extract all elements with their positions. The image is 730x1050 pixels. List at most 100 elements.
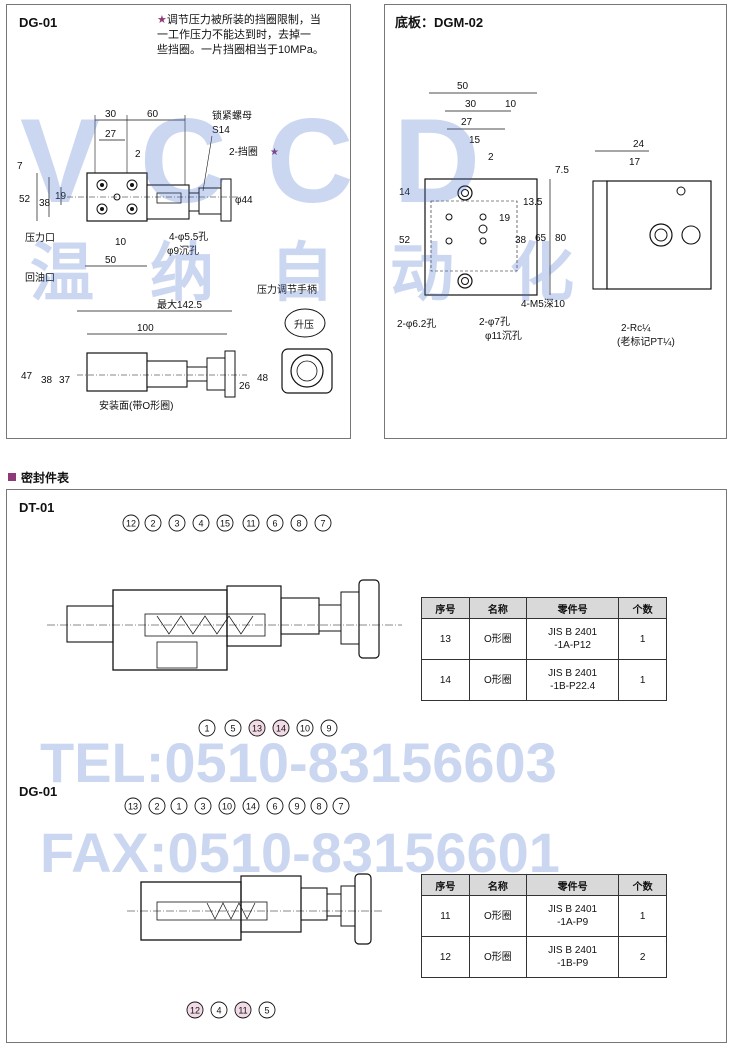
- dgm-dim-15: 15: [469, 135, 481, 146]
- dim-100: 100: [137, 323, 154, 334]
- s14-label: S14: [212, 125, 230, 136]
- callout-number: 12: [186, 1001, 204, 1019]
- part-line-1: JIS B 2401: [548, 668, 598, 679]
- callout-number: 7: [314, 514, 332, 532]
- callout-number: 4: [192, 514, 210, 532]
- dg01-col-qty: 个数: [618, 874, 667, 896]
- callout-number: 6: [266, 514, 284, 532]
- callout-number: 11: [234, 1001, 252, 1019]
- svg-text:2: 2: [150, 519, 155, 529]
- dt01-col-name: 名称: [468, 597, 528, 619]
- callout-number: 10: [218, 797, 236, 815]
- svg-text:4: 4: [198, 519, 203, 529]
- svg-text:13: 13: [252, 724, 262, 734]
- dg01-title: DG-01: [19, 15, 57, 30]
- callout-number: 8: [290, 514, 308, 532]
- svg-text:9: 9: [326, 724, 331, 734]
- rc-note-label: (老标记PT¼): [617, 335, 675, 348]
- rc-label: 2-Rc¼: [621, 322, 651, 334]
- cell-qty: 1: [618, 659, 667, 701]
- svg-text:4: 4: [216, 1006, 221, 1016]
- cell-qty: 1: [618, 618, 667, 660]
- dgm-dim-10: 10: [505, 99, 517, 110]
- return-port-label: 回油口: [25, 271, 55, 284]
- note-line-2: 一工作压力不能达到时，去掉一: [157, 29, 311, 41]
- callout-number: 2: [144, 514, 162, 532]
- wm-char: 化: [510, 237, 630, 309]
- dt01-section-view: [47, 579, 402, 671]
- mount-face-label: 安装面(带O形圈): [99, 399, 173, 412]
- dgm02-drawing: 底板：DGM-02 50 30 10 27 15 2 7.5 14 13.5 5…: [395, 15, 712, 348]
- callout-number: 13: [124, 797, 142, 815]
- seal-section-title: 密封件表: [8, 469, 69, 486]
- svg-text:14: 14: [246, 802, 256, 812]
- cell-qty: 1: [618, 895, 667, 937]
- dg01-seal-table: 序号 名称 零件号 个数 11 O形圈 JIS B 2401-1A-P9 1 1…: [421, 874, 667, 978]
- wm-char: 纳: [150, 237, 270, 309]
- svg-text:10: 10: [222, 802, 232, 812]
- m5-label: 4-M5深10: [521, 298, 565, 310]
- pressure-port-label: 压力口: [25, 231, 55, 244]
- dgm02-title: 底板：DGM-02: [395, 15, 483, 30]
- svg-text:7: 7: [320, 519, 325, 529]
- part-line-2: -1B-P22.4: [550, 681, 596, 692]
- dg01-dimension-panel: DG-01 30 60 27 2 7 52 38 19 φ44 锁紧螺母: [6, 4, 351, 439]
- callout-number: 10: [296, 719, 314, 737]
- dgm-dim-80: 80: [555, 233, 567, 244]
- svg-text:1: 1: [176, 802, 181, 812]
- callout-number: 6: [266, 797, 284, 815]
- dim-60: 60: [147, 109, 159, 120]
- dt01-col-qty: 个数: [618, 597, 667, 619]
- svg-text:12: 12: [190, 1006, 200, 1016]
- dim-27: 27: [105, 129, 117, 140]
- cell-name: O形圈: [468, 618, 528, 660]
- cell-name: O形圈: [468, 936, 528, 978]
- dg01-drawing: DG-01 30 60 27 2 7 52 38 19 φ44 锁紧螺母: [17, 15, 333, 412]
- callout-number: 3: [194, 797, 212, 815]
- part-line-2: -1B-P9: [557, 958, 589, 969]
- cell-name: O形圈: [468, 659, 528, 701]
- svg-text:8: 8: [296, 519, 301, 529]
- dt01-seal-table: 序号 名称 零件号 个数 13 O形圈 JIS B 2401-1A-P12 1 …: [421, 597, 667, 701]
- dgm-dim-24: 24: [633, 139, 645, 150]
- callout-number: 1: [198, 719, 216, 737]
- callout-number: 5: [258, 1001, 276, 1019]
- dt01-col-no: 序号: [421, 597, 470, 619]
- callout-number: 11: [242, 514, 260, 532]
- cb11-label: φ11沉孔: [485, 329, 522, 342]
- table-row: 13 O形圈 JIS B 2401-1A-P12 1: [421, 618, 667, 660]
- cell-part: JIS B 2401 -1B-P9: [526, 936, 620, 978]
- dim-19: 19: [55, 191, 67, 202]
- svg-text:10: 10: [300, 724, 310, 734]
- watermark-brand: VCCD: [20, 94, 521, 228]
- table-row: 12 O形圈 JIS B 2401-1B-P9 2: [421, 936, 667, 978]
- svg-text:14: 14: [276, 724, 286, 734]
- dim-48: 48: [257, 373, 269, 384]
- part-line-2: -1A-P9: [557, 917, 589, 928]
- svg-text:2: 2: [154, 802, 159, 812]
- raise-label: 升压: [294, 319, 314, 331]
- section-square-icon: [8, 473, 16, 481]
- dgm-dim-14: 14: [399, 187, 411, 198]
- note-star-icon: ★: [157, 14, 167, 26]
- hole-55-label: 4-φ5.5孔: [169, 231, 208, 243]
- svg-text:6: 6: [272, 519, 277, 529]
- dim-47: 47: [21, 371, 33, 382]
- callout-number: 1: [170, 797, 188, 815]
- hole7-label: 2-φ7孔: [479, 316, 510, 328]
- note-line-3: 些挡圈。一片挡圈相当于10MPa。: [157, 44, 324, 56]
- hole62-label: 2-φ6.2孔: [397, 318, 436, 330]
- dgm-dim-27: 27: [461, 117, 473, 128]
- callout-number: 8: [310, 797, 328, 815]
- svg-text:11: 11: [246, 519, 255, 529]
- callout-number: 9: [320, 719, 338, 737]
- svg-text:9: 9: [294, 802, 299, 812]
- callout-number: 14: [242, 797, 260, 815]
- dgm-dim-17: 17: [629, 157, 641, 168]
- part-line-1: JIS B 2401: [548, 627, 598, 638]
- retainer-label: 2-挡圈: [229, 145, 258, 158]
- part-line-1: JIS B 2401: [548, 945, 598, 956]
- callout-number: 9: [288, 797, 306, 815]
- dim-7: 7: [17, 161, 23, 172]
